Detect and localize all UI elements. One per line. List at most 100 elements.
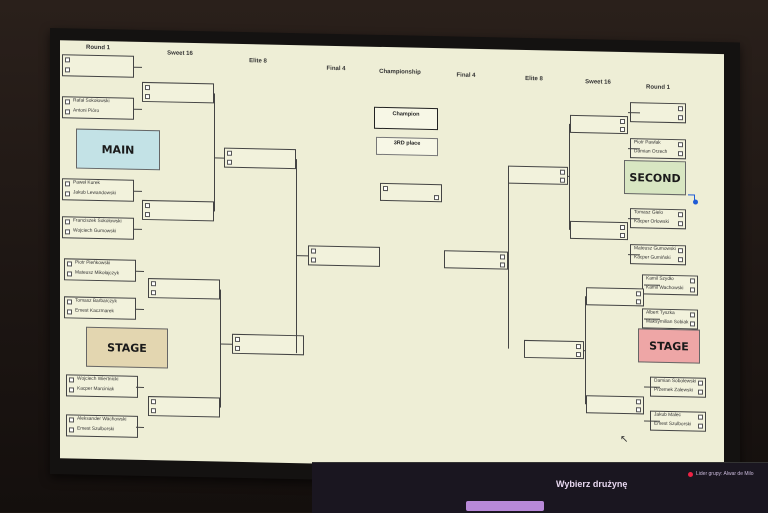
checkbox[interactable]: [69, 427, 74, 433]
checkbox[interactable]: [151, 408, 156, 414]
third-place-box[interactable]: 3RD place: [376, 136, 438, 157]
sweet16-match[interactable]: [586, 287, 644, 307]
checkbox[interactable]: [69, 387, 74, 393]
checkbox[interactable]: [560, 169, 565, 175]
checkbox[interactable]: [65, 229, 70, 235]
checkbox[interactable]: [690, 312, 695, 318]
sweet16-match[interactable]: [570, 114, 628, 135]
elite8-match[interactable]: [524, 339, 584, 360]
checkbox[interactable]: [65, 191, 70, 197]
checkbox[interactable]: [500, 262, 505, 268]
selection-handle[interactable]: [693, 199, 698, 205]
sweet16-match[interactable]: [570, 220, 628, 241]
champion-box[interactable]: Champion: [374, 106, 438, 131]
sweet16-match[interactable]: [142, 199, 214, 222]
checkbox[interactable]: [620, 126, 625, 133]
checkbox[interactable]: [65, 67, 70, 73]
group-label-second[interactable]: SECOND: [624, 160, 686, 196]
checkbox[interactable]: [67, 299, 72, 305]
checkbox[interactable]: [145, 84, 150, 91]
header-final4-right: Final 4: [456, 72, 476, 79]
checkbox[interactable]: [636, 291, 641, 297]
player-name: Tomasz Gielo: [634, 210, 664, 216]
bracket-app: Round 1 Sweet 16 Elite 8 Final 4 Champio…: [60, 40, 724, 473]
checkbox[interactable]: [65, 99, 70, 105]
checkbox[interactable]: [560, 177, 565, 183]
checkbox[interactable]: [636, 299, 641, 305]
checkbox[interactable]: [145, 202, 150, 209]
checkbox[interactable]: [678, 115, 683, 121]
checkbox[interactable]: [145, 93, 150, 100]
checkbox[interactable]: [434, 195, 439, 201]
checkbox[interactable]: [636, 407, 641, 413]
checkbox[interactable]: [576, 352, 581, 358]
checkbox[interactable]: [69, 377, 74, 383]
checkbox[interactable]: [67, 271, 72, 277]
checkbox[interactable]: [65, 181, 70, 187]
checkbox[interactable]: [678, 248, 683, 254]
group-label-stage-left[interactable]: STAGE: [86, 326, 168, 369]
checkbox[interactable]: [678, 151, 683, 157]
checkbox[interactable]: [65, 109, 70, 115]
checkbox[interactable]: [151, 399, 156, 405]
checkbox[interactable]: [620, 232, 625, 239]
checkbox[interactable]: [65, 219, 70, 225]
sweet16-match[interactable]: [148, 278, 220, 300]
checkbox[interactable]: [620, 118, 625, 125]
checkbox[interactable]: [227, 150, 232, 156]
checkbox[interactable]: [690, 278, 695, 284]
player-name: Kamil Wachowski: [646, 285, 684, 292]
final4-match[interactable]: [308, 245, 380, 267]
checkbox[interactable]: [620, 224, 625, 231]
player-name: Kacper Gumiński: [634, 255, 671, 261]
checkbox[interactable]: [698, 423, 703, 429]
championship-match-slot[interactable]: [380, 182, 442, 203]
group-label-stage-right[interactable]: STAGE: [638, 328, 700, 364]
checkbox[interactable]: [636, 399, 641, 405]
checkbox[interactable]: [678, 106, 683, 112]
checkbox[interactable]: [311, 248, 316, 254]
player-name: Antoni Pióro: [73, 108, 100, 115]
checkbox[interactable]: [678, 212, 683, 218]
checkbox[interactable]: [576, 344, 581, 350]
checkbox[interactable]: [235, 345, 240, 351]
checkbox[interactable]: [227, 159, 232, 165]
checkbox[interactable]: [678, 142, 683, 148]
checkbox[interactable]: [698, 380, 703, 386]
sweet16-match[interactable]: [586, 395, 644, 415]
laptop-button[interactable]: [466, 501, 544, 511]
round1-match[interactable]: [62, 54, 134, 78]
checkbox[interactable]: [65, 57, 70, 63]
elite8-match[interactable]: [232, 333, 304, 356]
checkbox[interactable]: [151, 290, 156, 296]
checkbox[interactable]: [235, 336, 240, 342]
checkbox[interactable]: [145, 211, 150, 218]
sweet16-match[interactable]: [148, 396, 220, 418]
checkbox[interactable]: [69, 417, 74, 423]
checkbox[interactable]: [678, 257, 683, 263]
elite8-match[interactable]: [224, 147, 296, 170]
checkbox[interactable]: [67, 309, 72, 315]
checkbox[interactable]: [500, 254, 505, 260]
checkbox[interactable]: [311, 257, 316, 263]
sweet16-match[interactable]: [142, 81, 214, 104]
checkbox[interactable]: [690, 321, 695, 327]
checkbox[interactable]: [678, 221, 683, 227]
checkbox[interactable]: [690, 287, 695, 293]
checkbox[interactable]: [698, 389, 703, 395]
bracket-line: [628, 148, 640, 150]
elite8-match[interactable]: [508, 165, 568, 185]
checkbox[interactable]: [151, 281, 156, 287]
checkbox[interactable]: [383, 185, 388, 192]
checkbox[interactable]: [698, 414, 703, 420]
checkbox[interactable]: [67, 261, 72, 267]
group-label-main[interactable]: MAIN: [76, 128, 160, 171]
final4-match[interactable]: [444, 250, 508, 270]
